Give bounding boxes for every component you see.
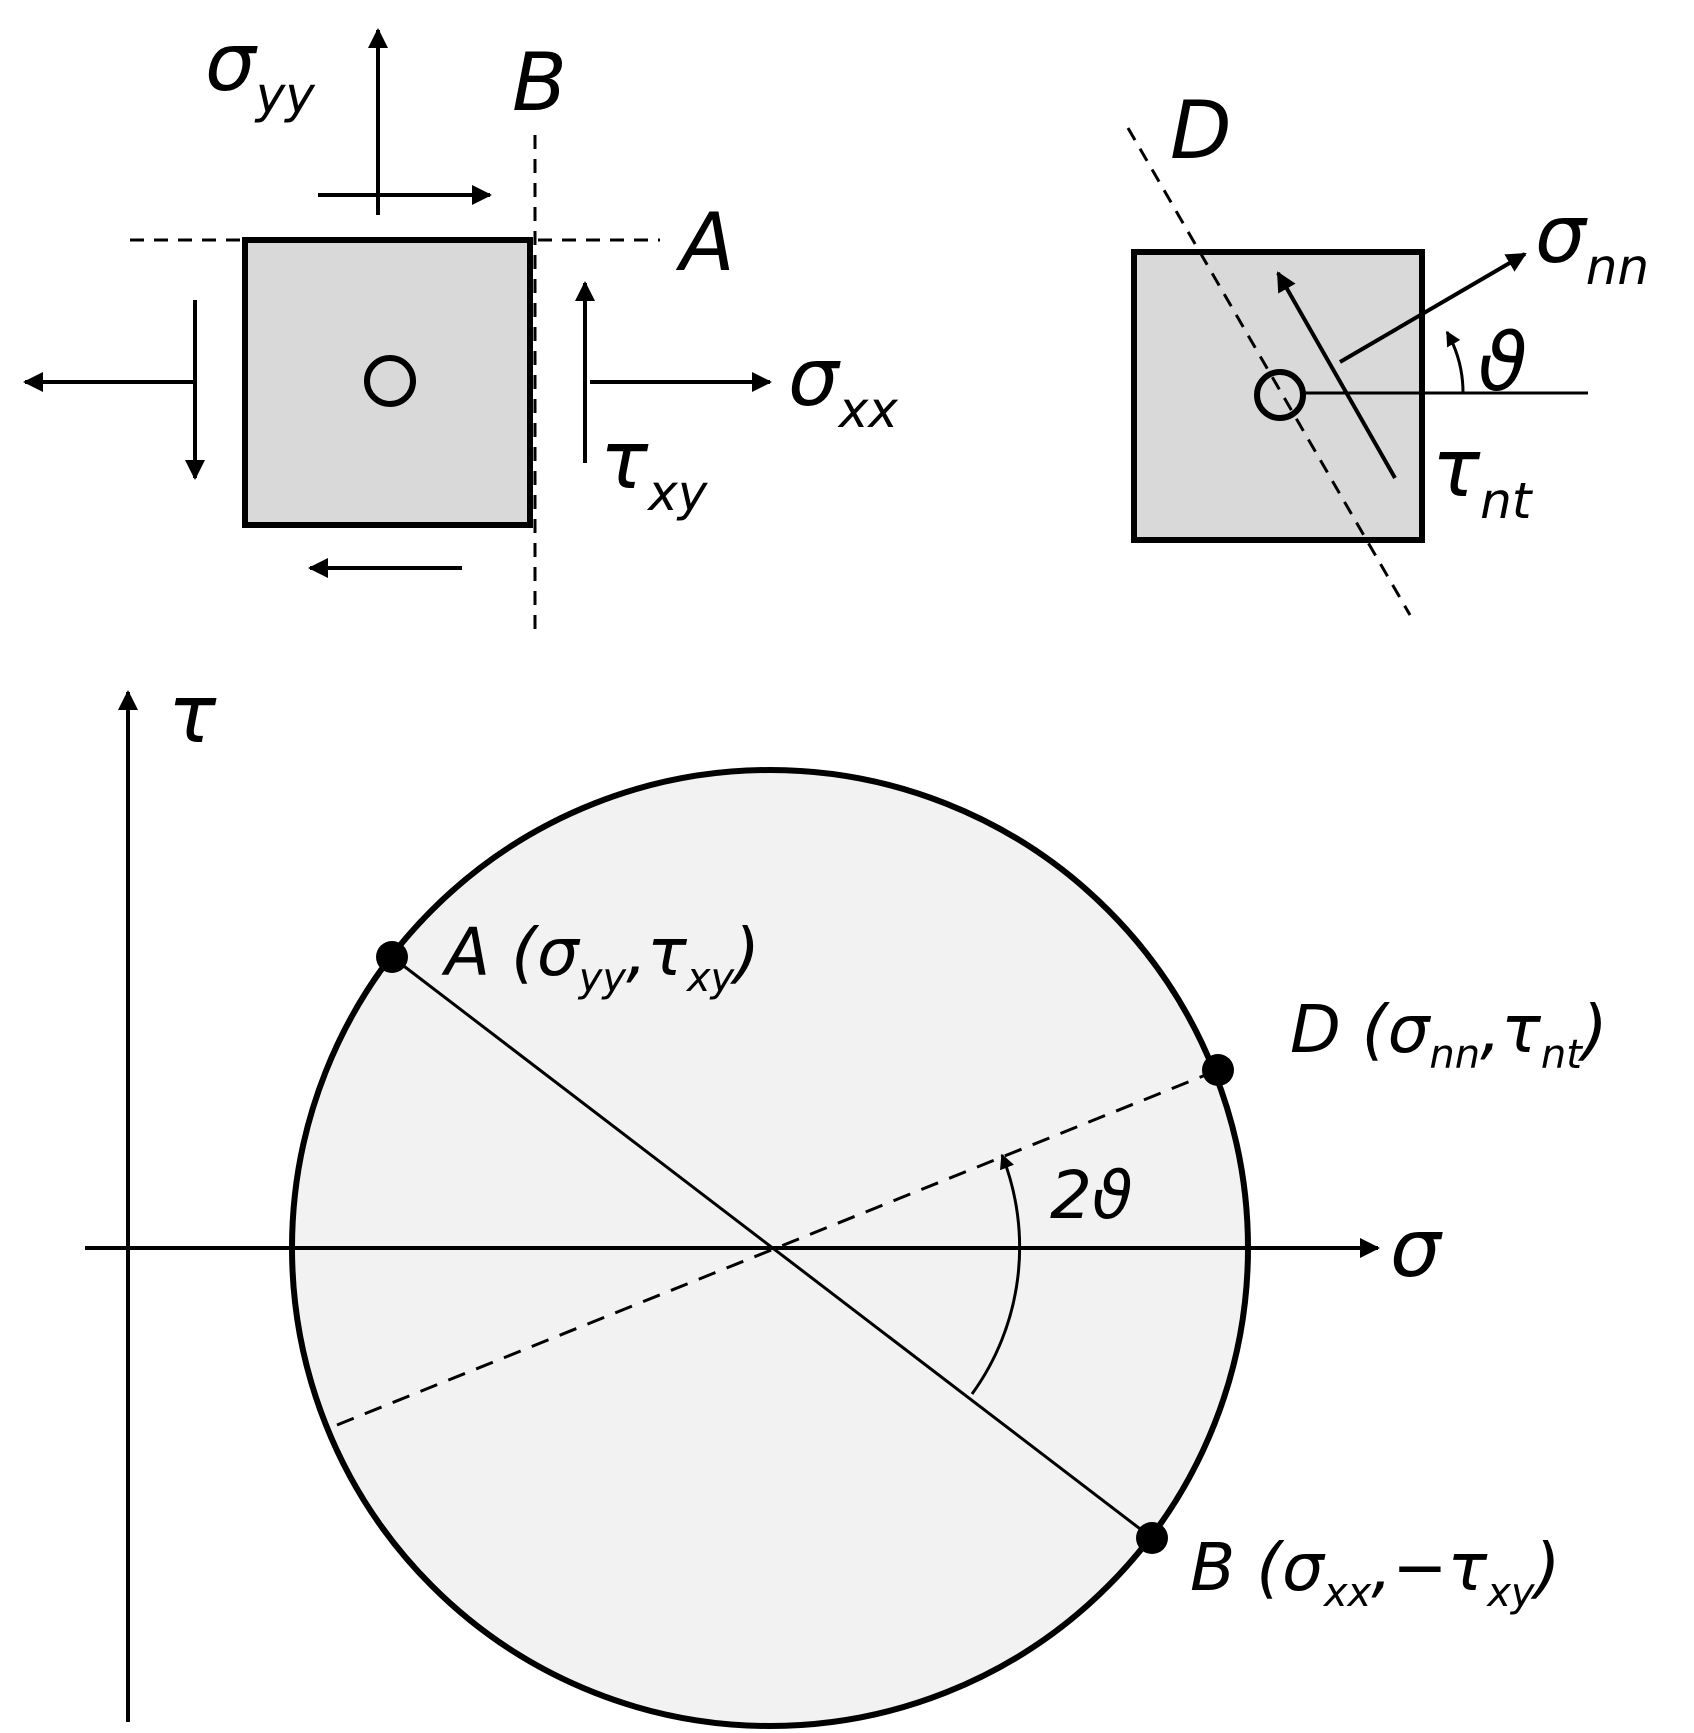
theta-angle-arc	[1445, 330, 1465, 394]
point-d-marker	[1202, 1054, 1234, 1086]
point-a-marker	[376, 941, 408, 973]
sigma-nn-label: σnn	[1535, 188, 1649, 296]
sigma-xx-label: σxx	[788, 331, 898, 439]
sigma-axis-label: σ	[1390, 1202, 1443, 1295]
point-d-label: D (σnn,τnt)	[1290, 991, 1608, 1078]
mohr-circle-plot: τ σ 2ϑ A (σyy,τxy) D (σnn,τnt) B (σxx,−τ…	[85, 668, 1608, 1729]
rotated-element-square	[1131, 249, 1425, 543]
plane-a-label: A	[675, 196, 735, 289]
stress-element-nt: D σnn ϑ τnt	[1126, 84, 1649, 616]
stress-element-square	[242, 237, 533, 528]
point-b-label: B (σxx,−τxy)	[1190, 1529, 1560, 1616]
point-a-label: A (σyy,τxy)	[441, 914, 760, 1001]
tau-nt-arrow	[1276, 271, 1397, 479]
plane-d-label: D	[1170, 84, 1232, 177]
sigma-nn-arrow	[1338, 252, 1527, 364]
tau-nt-label: τnt	[1432, 422, 1534, 530]
point-b-marker	[1136, 1522, 1168, 1554]
two-theta-angle-arc	[970, 1153, 1022, 1395]
diameter-ab	[391, 955, 1153, 1540]
element-center-point	[364, 355, 416, 407]
tau-xy-label: τxy	[600, 414, 709, 522]
theta-label: ϑ	[1478, 316, 1528, 409]
tau-axis-label: τ	[168, 668, 217, 761]
rotated-element-center-point	[1254, 369, 1306, 421]
two-theta-label: 2ϑ	[1050, 1157, 1133, 1234]
diameter-d-dashed	[336, 1068, 1219, 1427]
plane-b-label: B	[512, 36, 567, 129]
plane-d-line	[1126, 127, 1412, 616]
sigma-yy-label: σyy	[205, 16, 316, 124]
stress-element-xy: σyy B A σxx τxy	[23, 16, 898, 635]
